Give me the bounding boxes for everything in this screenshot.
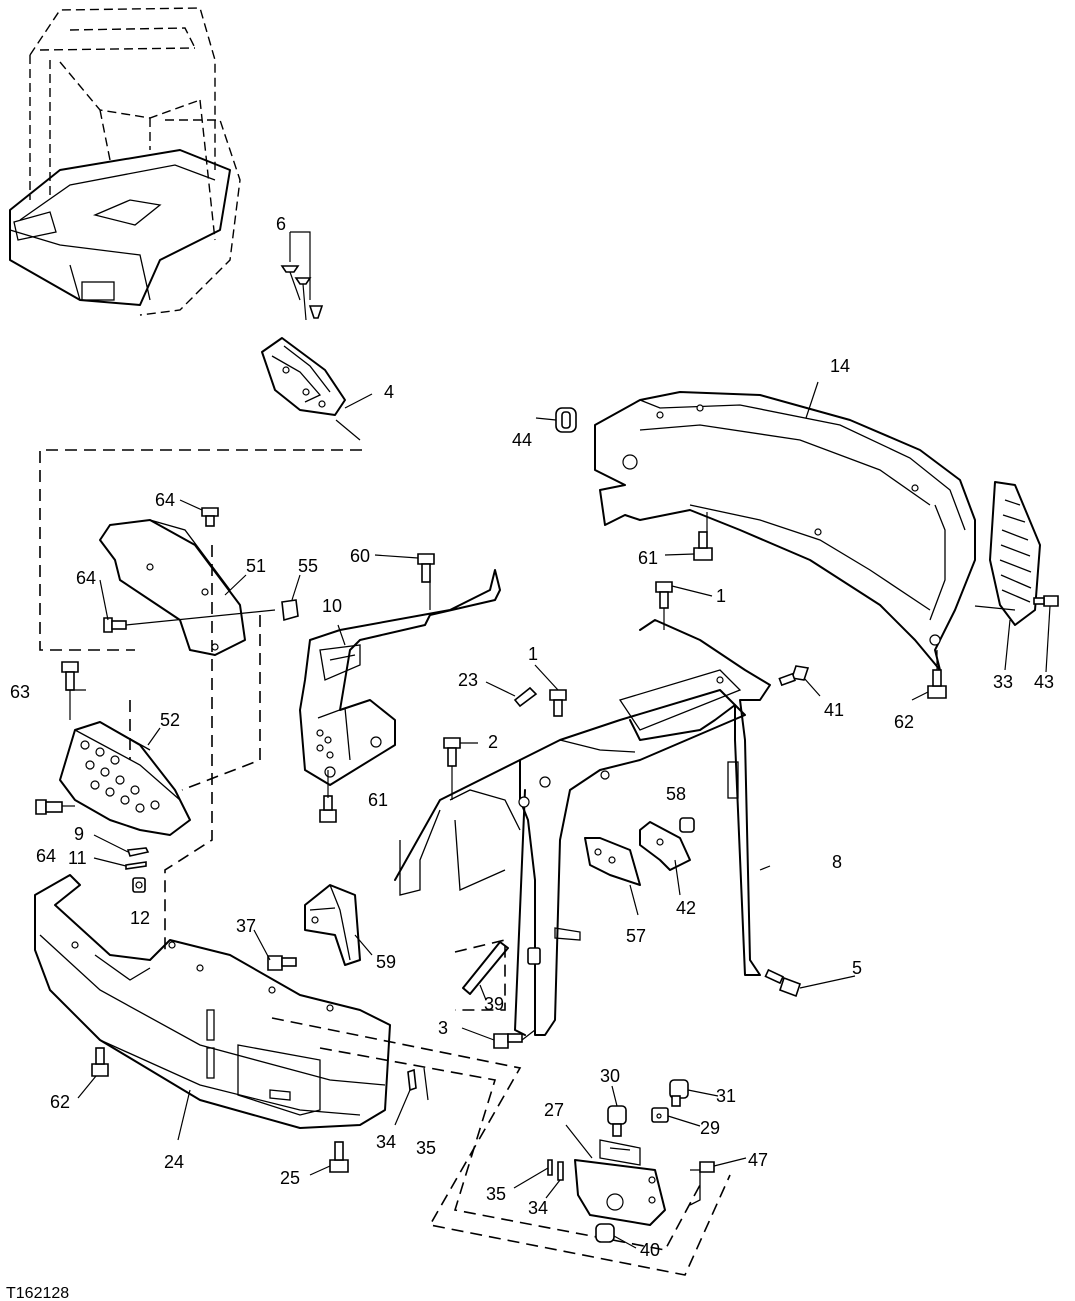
callout-61-low: 61 (368, 790, 388, 810)
machine-overview (9, 7, 241, 316)
callout-57: 57 (626, 926, 646, 946)
callout-62-right: 62 (894, 712, 914, 732)
callout-9: 9 (74, 824, 84, 844)
callout-1-top: 1 (716, 586, 726, 606)
callout-25: 25 (280, 1168, 300, 1188)
callout-59: 59 (376, 952, 396, 972)
callout-35-right: 35 (486, 1184, 506, 1204)
callout-37: 37 (236, 916, 256, 936)
callout-52: 52 (160, 710, 180, 730)
callout-labels: 6 4 14 44 64 51 55 60 61 64 1 10 33 43 1… (10, 214, 1054, 1260)
callout-4: 4 (384, 382, 394, 402)
callout-27: 27 (544, 1100, 564, 1120)
callout-61-top: 60 (350, 546, 370, 566)
callout-1-mid: 1 (528, 644, 538, 664)
part-10-side-bracket (299, 569, 501, 786)
part-41-rod (454, 938, 509, 1011)
bolts (35, 407, 1059, 1243)
part-52-step-plate (59, 721, 191, 836)
callout-41: 39 (484, 994, 504, 1014)
callout-63: 63 (10, 682, 30, 702)
callout-44: 44 (512, 430, 532, 450)
callout-14: 14 (830, 356, 850, 376)
callout-31: 31 (716, 1086, 736, 1106)
part-8-main-frame (394, 619, 771, 1036)
pins-34-35-left (394, 1067, 429, 1126)
part-59-plate (304, 884, 373, 966)
assembly-frame-left (39, 449, 362, 651)
figure-reference-id: T162128 (6, 1285, 69, 1301)
callout-10: 10 (322, 596, 342, 616)
callout-58: 58 (666, 784, 686, 804)
callout-24: 24 (164, 1152, 184, 1172)
bracket-holes (316, 729, 334, 759)
callout-39: 41 (824, 700, 844, 720)
part-4-bracket (261, 337, 373, 441)
part-33-grille (974, 481, 1041, 671)
callout-60: 62 (50, 1092, 70, 1112)
callout-64-mid: 64 (76, 568, 96, 588)
callout-40: 42 (676, 898, 696, 918)
callout-62-mid: 61 (638, 548, 658, 568)
callout-64-low: 64 (36, 846, 56, 866)
callout-5: 5 (852, 958, 862, 978)
part-51-cover-plate (99, 519, 247, 656)
part-6-fasteners (280, 231, 324, 321)
callout-11: 11 (68, 848, 87, 868)
callout-55: 55 (298, 556, 318, 576)
callout-12: 12 (130, 908, 150, 928)
callout-2: 2 (488, 732, 498, 752)
callout-8: 8 (832, 852, 842, 872)
callout-34-right: 34 (528, 1198, 548, 1218)
callout-64-top: 64 (155, 490, 175, 510)
callout-29: 29 (700, 1118, 720, 1138)
parts-9-11-12 (93, 834, 150, 893)
part-14-rear-weight (594, 381, 976, 671)
callout-51: 51 (246, 556, 266, 576)
callout-3: 3 (438, 1018, 448, 1038)
callout-34-left: 34 (376, 1132, 396, 1152)
assembly-frame-bottom (271, 1017, 731, 1276)
callout-35-left: 35 (416, 1138, 436, 1158)
callout-43: 43 (1034, 672, 1054, 692)
callout-47: 40 (640, 1240, 660, 1260)
callout-30: 30 (600, 1066, 620, 1086)
part-27-plate (547, 1107, 701, 1226)
parts-57-40-58 (584, 817, 695, 916)
callout-23: 23 (458, 670, 478, 690)
callout-leaders (62, 417, 1051, 1249)
callout-33: 33 (993, 672, 1013, 692)
callout-42: 47 (748, 1150, 768, 1170)
callout-6: 6 (276, 214, 286, 234)
step-plate-holes (80, 740, 160, 813)
part-24-counterweight (34, 874, 391, 1141)
